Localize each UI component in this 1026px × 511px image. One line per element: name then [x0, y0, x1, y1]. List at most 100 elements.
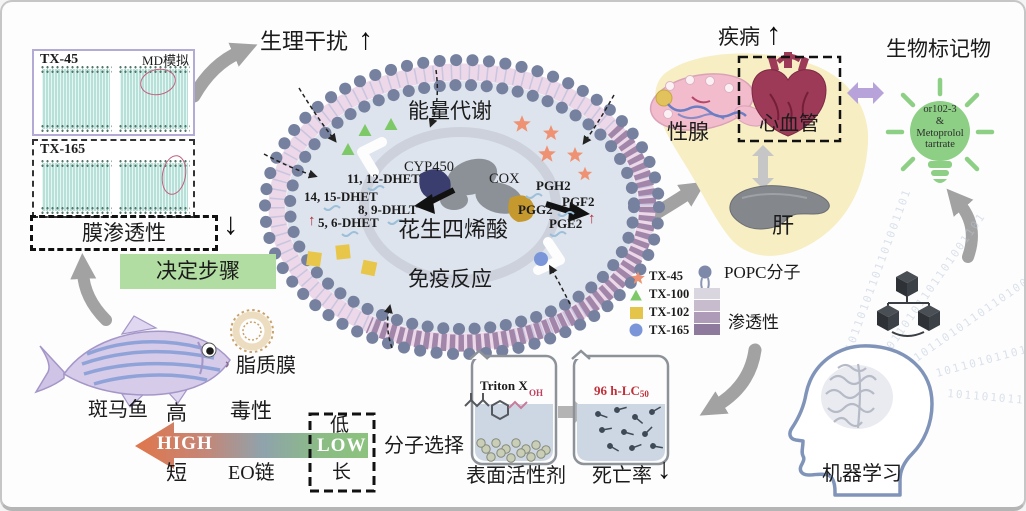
- cube-network: [877, 271, 940, 337]
- legend-tx45: TX-45: [649, 269, 684, 283]
- pgf2-label: PGF2: [562, 194, 595, 209]
- mortality-down-arrow: ↓: [657, 453, 672, 485]
- mortality-beaker: [571, 349, 670, 466]
- immune-response-label: 免疫反应: [408, 267, 492, 291]
- oh-group-label: OH: [529, 388, 544, 398]
- metabolism-arrows: [414, 187, 590, 222]
- surfactant-beaker: [464, 349, 558, 466]
- triton-structure: [464, 393, 528, 421]
- gonad-label: 性腺: [667, 120, 709, 144]
- tx165-circle: [534, 252, 548, 266]
- eo-chain-label: EO链: [228, 462, 275, 484]
- short-label: 短: [166, 461, 187, 485]
- panel-label: TX-45: [40, 52, 79, 67]
- determining-step-box: 决定步骤: [120, 254, 276, 289]
- arrow-fish-to-permeability: [70, 253, 112, 326]
- inner-lipid-heads: [284, 79, 640, 335]
- dhet-11-12-label: 11, 12-DHET: [347, 171, 420, 186]
- pgg2-label: PGG2: [518, 202, 553, 217]
- tx102-squares: [306, 244, 378, 277]
- triton-x-label: Triton X: [480, 378, 528, 393]
- legend-popc: POPC分子: [724, 263, 801, 282]
- pge2-up-arrow: ↑: [588, 211, 596, 227]
- permeated-membrane-arc: [365, 123, 657, 352]
- long-label: 长: [332, 462, 352, 483]
- enzyme-cluster: [419, 158, 535, 222]
- biomarker-title: 生物标记物: [886, 37, 991, 61]
- lc50-label: 96 h-LC50: [594, 383, 649, 399]
- dhet-5-6-label: 5, 6-DHET: [318, 215, 379, 230]
- high-cn-label: 高: [166, 401, 187, 425]
- popc-icon: [698, 265, 712, 292]
- surfactant-label: 表面活性剂: [466, 465, 566, 487]
- high-en-label: HIGH: [157, 433, 213, 454]
- svg-text:10110101101101001101: 10110101101101001101: [947, 387, 1026, 415]
- legend-tx165: TX-165: [649, 323, 690, 337]
- metabolite-molecules: [323, 185, 575, 237]
- decrease-arrow: ↓: [223, 206, 239, 241]
- zebrafish-label: 斑马鱼: [88, 399, 148, 421]
- low-cn-label: 低: [330, 415, 350, 436]
- organs-biomarker-double-arrow: [847, 82, 884, 104]
- cell-diagram: [259, 54, 665, 360]
- bilayer-patch: [40, 159, 112, 215]
- md-panel-tx45: TX-45 MD模拟: [32, 49, 195, 136]
- arrow-md-to-disturbance: [187, 42, 258, 103]
- biomarker-bulb: [885, 77, 995, 183]
- bilayer-patch: [40, 65, 112, 133]
- swoosh-head-2: [533, 237, 565, 275]
- pge2-label: PGE2: [549, 216, 583, 231]
- organ-region: [649, 52, 884, 256]
- cyp450-label: CYP450: [404, 159, 454, 175]
- dhet-8-9-label: 8, 9-DHLT: [358, 202, 418, 217]
- disease-up-arrow: ↑: [766, 16, 782, 51]
- penetration-arrows: [263, 69, 615, 349]
- heart-organ: [751, 52, 827, 137]
- bulb-glass: [910, 101, 970, 161]
- cube: [918, 305, 940, 331]
- panel-label: TX-165: [40, 142, 86, 157]
- heart-liver-double-arrow: [752, 145, 774, 189]
- increase-arrow: ↑: [358, 23, 373, 56]
- disease-label: 疾病: [718, 25, 760, 49]
- cardiovascular-label: 心血管: [759, 113, 819, 135]
- surfactant-spheres: [476, 438, 551, 463]
- dhet-up-arrow: ↑: [308, 213, 316, 229]
- permeability-icon: [694, 288, 720, 335]
- molecule-selection-label: 分子选择: [384, 435, 464, 457]
- determining-step-label: 决定步骤: [156, 259, 240, 284]
- swoosh-head-1: [357, 137, 387, 177]
- bulb-text: or102-3 & Metoprolol tartrate: [916, 104, 964, 151]
- liver-label: 肝: [772, 213, 795, 238]
- lipid-vesicle-icon: [230, 309, 274, 353]
- energy-metabolism-label: 能量代谢: [408, 99, 492, 123]
- gonad-organ: [649, 73, 766, 131]
- bilayer-patch: [118, 159, 190, 215]
- md-panel-tx165: TX-165: [32, 139, 195, 218]
- cardiovascular-dashed-box: [737, 55, 842, 143]
- legend-tx102: TX-102: [649, 305, 690, 319]
- cube: [877, 305, 899, 331]
- bilayer-patch: [118, 65, 190, 133]
- cox-label: COX: [489, 171, 520, 187]
- dhet-14-15-label: 14, 15-DHET: [304, 189, 378, 204]
- arrow-to-beakers: [699, 343, 762, 416]
- toxicity-label: 毒性: [230, 399, 272, 423]
- outer-lipid-heads: [259, 54, 665, 360]
- low-long-dashed-box: [308, 412, 376, 493]
- pgh2-label: PGH2: [536, 178, 571, 193]
- membrane-permeability-box: 膜渗透性: [30, 215, 218, 251]
- legend-tx100: TX-100: [649, 287, 690, 301]
- legend-permeability: 渗透性: [728, 313, 779, 332]
- zebrafish: [34, 315, 231, 408]
- arrow-ml-to-biomarker: [946, 188, 978, 263]
- brain-icon: [821, 363, 893, 429]
- physiological-disturbance-label: 生理干扰: [260, 29, 349, 54]
- machine-learning-label: 机器学习: [822, 463, 902, 485]
- low-en-label: LOW: [317, 435, 367, 456]
- fish-larvae: [595, 406, 663, 452]
- md-simulation-tag: MD模拟: [142, 53, 189, 68]
- mortality-label: 死亡率: [592, 465, 652, 487]
